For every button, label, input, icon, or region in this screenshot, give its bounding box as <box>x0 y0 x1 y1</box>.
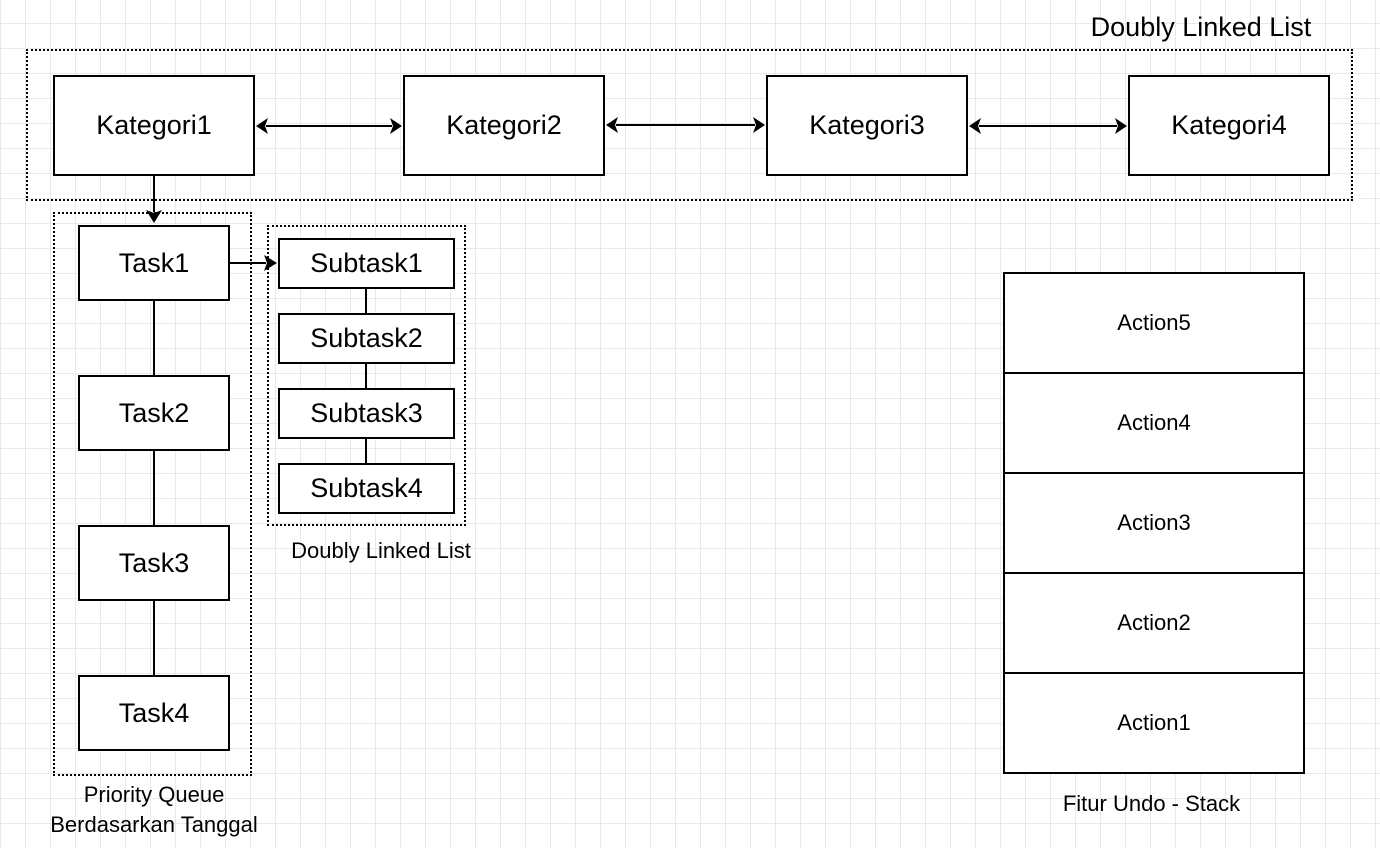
task-queue-container <box>53 212 252 776</box>
task-queue-label-line2: Berdasarkan Tanggal <box>50 812 258 837</box>
undo-stack-item-action3[interactable]: Action3 <box>1003 472 1305 574</box>
subtask-list-container <box>267 225 466 526</box>
subtask-list-label: Doubly Linked List <box>291 538 471 563</box>
kategori3-node[interactable]: Kategori3 <box>766 75 968 176</box>
kategori-list-label: Doubly Linked List <box>1090 12 1312 42</box>
task2-node[interactable]: Task2 <box>78 375 230 451</box>
undo-stack-item-action1[interactable]: Action1 <box>1003 672 1305 774</box>
kategori1-node[interactable]: Kategori1 <box>53 75 255 176</box>
task-queue-label-line1: Priority Queue <box>83 782 225 807</box>
undo-stack-item-action4[interactable]: Action4 <box>1003 372 1305 474</box>
subtask3-node[interactable]: Subtask3 <box>278 388 455 439</box>
kategori2-node[interactable]: Kategori2 <box>403 75 605 176</box>
task1-node[interactable]: Task1 <box>78 225 230 301</box>
subtask1-node[interactable]: Subtask1 <box>278 238 455 289</box>
undo-stack-item-action2[interactable]: Action2 <box>1003 572 1305 674</box>
task3-node[interactable]: Task3 <box>78 525 230 601</box>
subtask2-node[interactable]: Subtask2 <box>278 313 455 364</box>
kategori-list-container <box>26 49 1353 201</box>
subtask4-node[interactable]: Subtask4 <box>278 463 455 514</box>
task4-node[interactable]: Task4 <box>78 675 230 751</box>
undo-stack-label: Fitur Undo - Stack <box>1062 791 1241 816</box>
kategori4-node[interactable]: Kategori4 <box>1128 75 1330 176</box>
undo-stack-item-action5[interactable]: Action5 <box>1003 272 1305 374</box>
